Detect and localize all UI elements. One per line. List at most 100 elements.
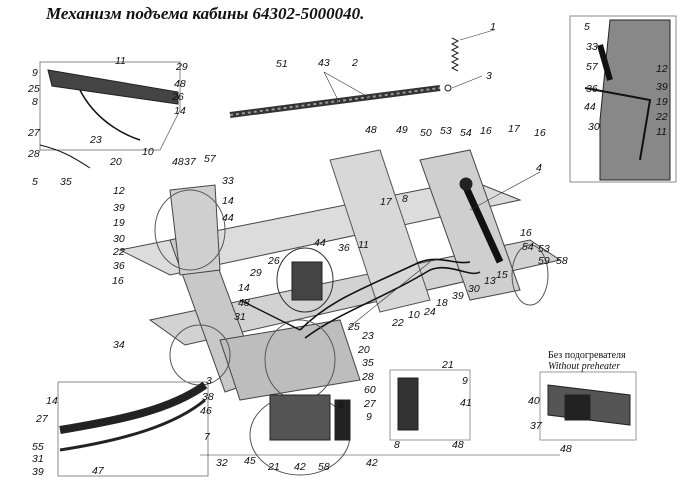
frame-plate — [219, 319, 361, 401]
callout: 23 — [362, 330, 374, 342]
callout: 39 — [452, 290, 464, 302]
callout: 58 — [556, 255, 568, 267]
hydraulic-line-b — [304, 266, 481, 339]
inset-mid-right-part — [397, 377, 419, 431]
callout: 14 — [238, 282, 250, 294]
callout: 1 — [490, 21, 496, 33]
callout: 10 — [142, 146, 154, 158]
callout: 48 — [172, 156, 184, 168]
inset-top-right-frame — [569, 15, 677, 183]
callout: 42 — [294, 461, 306, 473]
callout: 27 — [36, 413, 48, 425]
inset-bottom-left-frame — [57, 381, 209, 477]
callout: 17 — [508, 123, 520, 135]
callout: 31 — [32, 453, 44, 465]
callout: 10 — [408, 309, 420, 321]
callout: 25 — [348, 321, 360, 333]
inset-top-left-bracket — [79, 89, 141, 141]
callout: 55 — [32, 441, 44, 453]
callout: 44 — [222, 212, 234, 224]
note-ru: Без подогревателя — [548, 350, 626, 361]
callout: 54 — [522, 241, 534, 253]
callout: 20 — [358, 344, 370, 356]
callout: 48 — [365, 124, 377, 136]
callout: 8 — [402, 193, 408, 205]
callout: 48 — [238, 297, 250, 309]
callout: 9 — [32, 67, 38, 79]
callout: 30 — [113, 233, 125, 245]
inset-top-right-body — [599, 19, 671, 181]
callout: 23 — [90, 134, 102, 146]
callout: 14 — [174, 105, 186, 117]
bolt-3 — [444, 84, 452, 92]
callout: 14 — [222, 195, 234, 207]
callout: 60 — [364, 384, 376, 396]
inset-top-left-hose — [39, 144, 91, 169]
callout: 36 — [338, 242, 350, 254]
callout: 19 — [656, 96, 668, 108]
callout: 38 — [202, 391, 214, 403]
callout: 41 — [460, 397, 472, 409]
callout: 25 — [28, 83, 40, 95]
callout: 16 — [534, 127, 546, 139]
hydraulic-line-c — [239, 299, 301, 331]
note-en: Without preheater — [548, 361, 621, 372]
callout: 33 — [586, 41, 598, 53]
callout: 36 — [113, 260, 125, 272]
callout: 22 — [113, 246, 125, 258]
preheater-block — [564, 394, 591, 421]
bottom-valve — [334, 399, 351, 441]
cross-member-middle — [329, 149, 431, 313]
inset-preheater-frame — [539, 371, 637, 441]
callout: 29 — [176, 61, 188, 73]
callout: 3 — [486, 70, 492, 82]
callout: 30 — [468, 283, 480, 295]
callout: 11 — [115, 55, 126, 67]
cross-member-rear — [419, 149, 521, 301]
callout: 57 — [586, 61, 598, 73]
callout: 6 — [338, 399, 344, 411]
callout: 51 — [276, 58, 288, 70]
callout: 53 — [440, 125, 452, 137]
callout: 43 — [318, 57, 330, 69]
callout: 27 — [364, 398, 376, 410]
left-bracket — [169, 184, 221, 276]
callout: 2 — [352, 57, 358, 69]
callout: 37 — [184, 156, 196, 168]
callout: 50 — [420, 127, 432, 139]
callout: 28 — [362, 371, 374, 383]
detail-circle-rightside — [511, 244, 549, 306]
left-bracket-circle — [154, 189, 226, 271]
hydraulic-line-a — [299, 258, 471, 331]
callout: 27 — [28, 127, 40, 139]
callout: 18 — [436, 297, 448, 309]
callout: 16 — [520, 227, 532, 239]
callout: 44 — [584, 101, 596, 113]
leader-line-3 — [451, 75, 483, 89]
callout: 45 — [244, 455, 256, 467]
leader-line-10 — [347, 261, 431, 329]
callout: 58 — [318, 461, 330, 473]
callout: 29 — [250, 267, 262, 279]
lift-cylinder — [461, 183, 504, 264]
callout: 21 — [442, 359, 454, 371]
callout: 57 — [204, 153, 216, 165]
torsion-bar-hatch — [229, 87, 441, 116]
callout: 33 — [222, 175, 234, 187]
callout: 59 — [538, 255, 550, 267]
callout: 49 — [396, 124, 408, 136]
callout: 35 — [60, 176, 72, 188]
callout: 5 — [584, 21, 590, 33]
callout: 28 — [28, 148, 40, 160]
callout: 42 — [366, 457, 378, 469]
callout: 22 — [656, 111, 668, 123]
callout: 8 — [394, 439, 400, 451]
callout: 14 — [46, 395, 58, 407]
callout: 39 — [32, 466, 44, 478]
callout: 39 — [656, 81, 668, 93]
callout: 31 — [234, 311, 246, 323]
callout: 12 — [656, 63, 668, 75]
pump — [291, 261, 323, 301]
